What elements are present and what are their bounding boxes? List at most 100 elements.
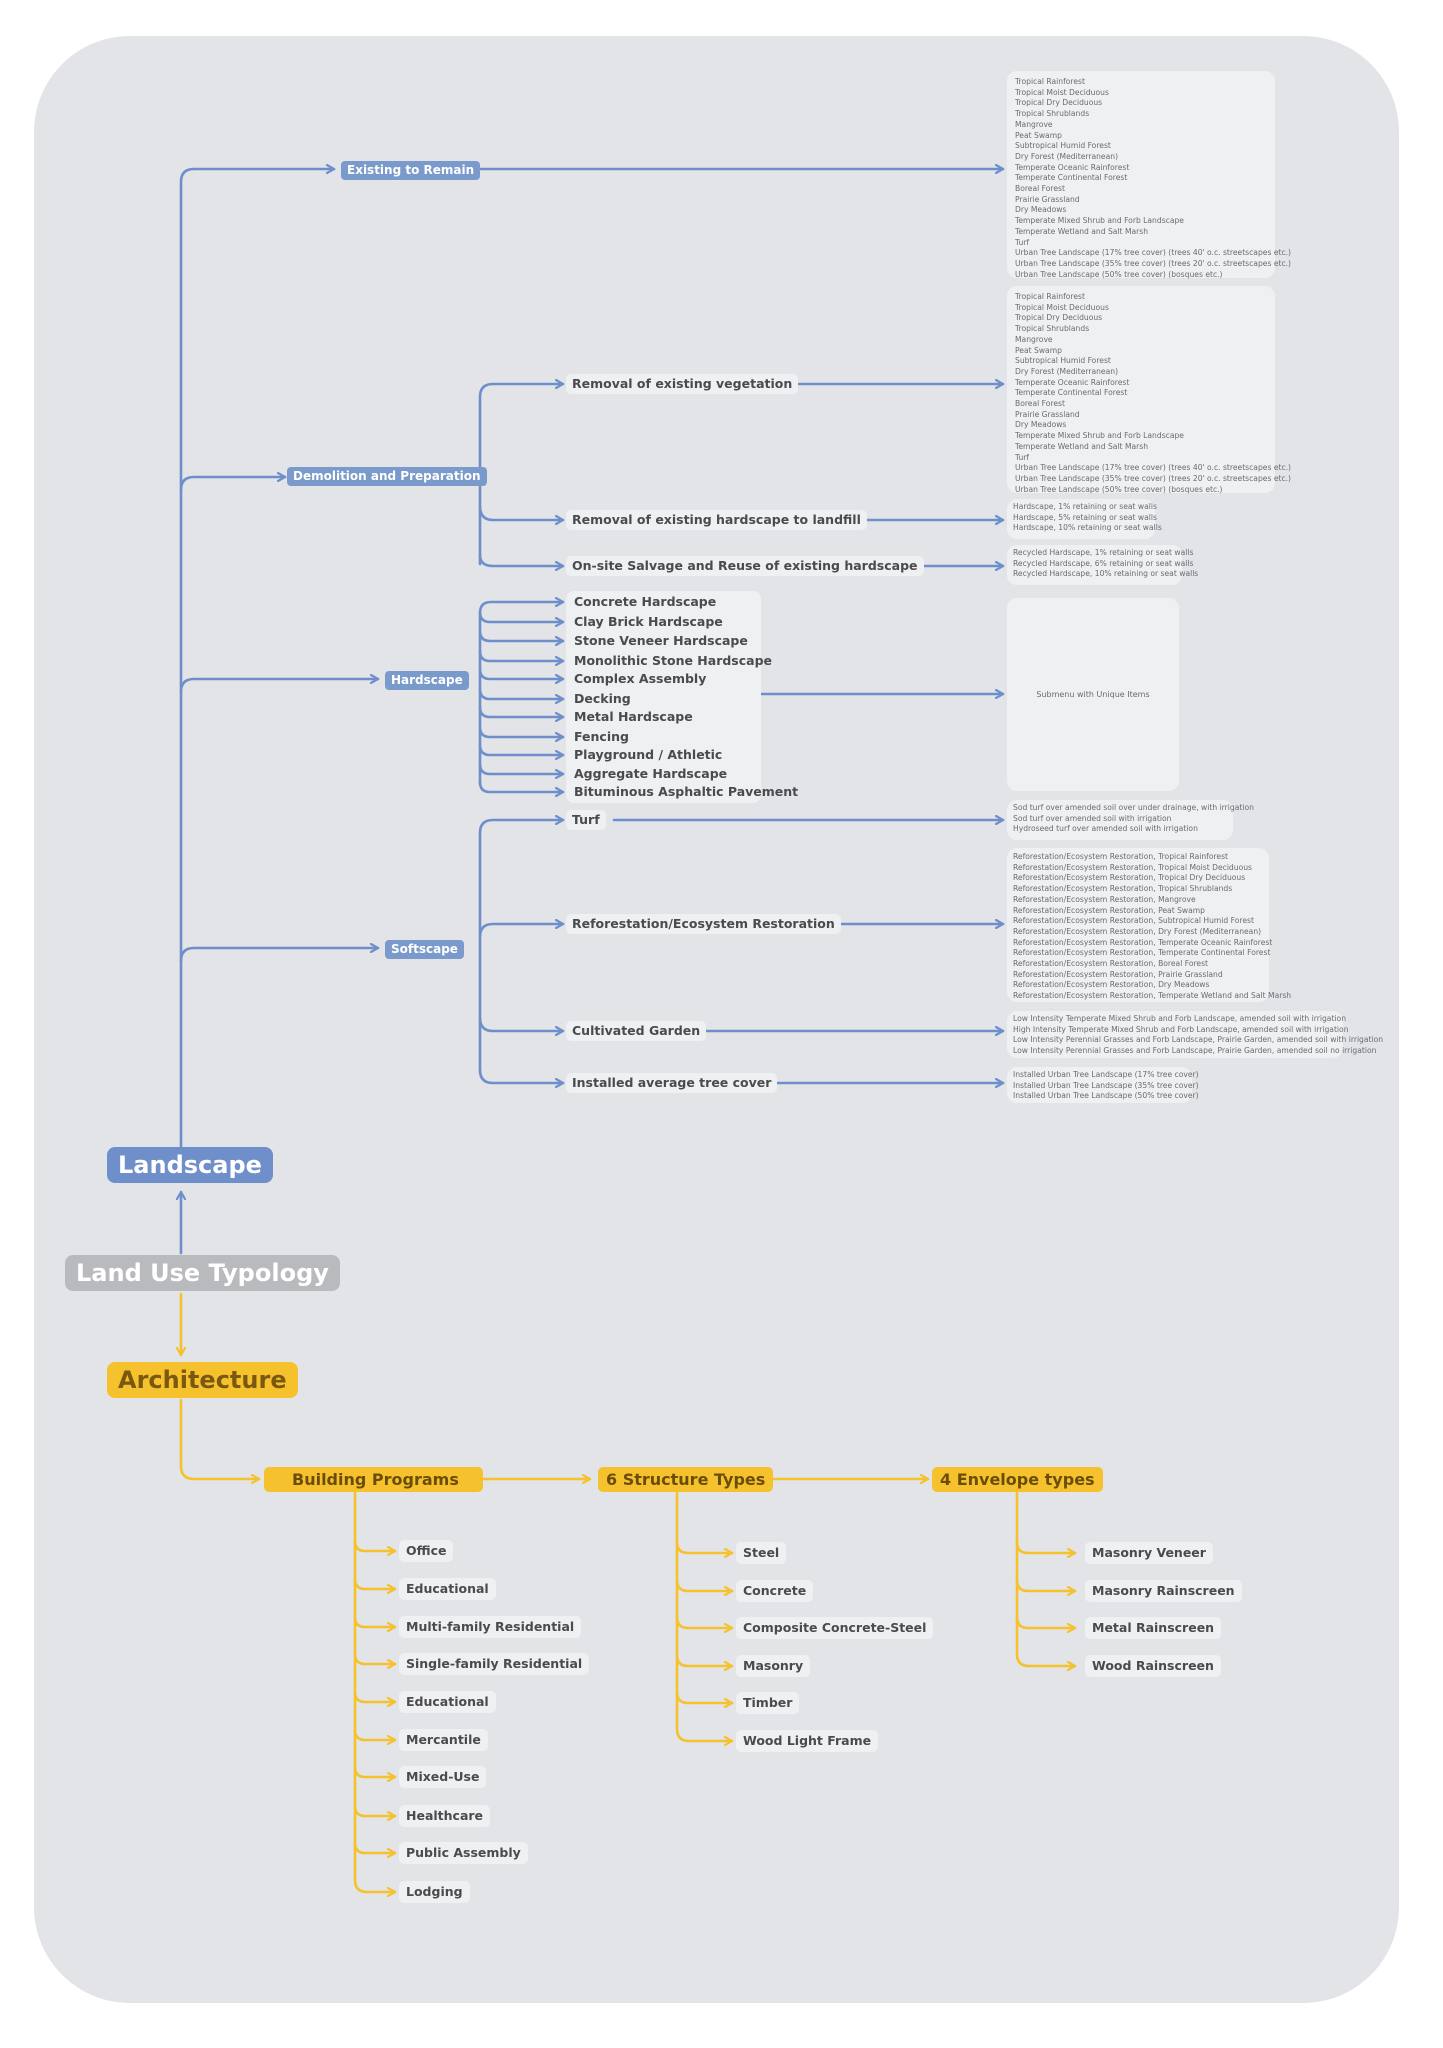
building-program-item[interactable]: Lodging [399,1881,470,1903]
option-item[interactable]: Turf [1015,452,1030,462]
hardscape-item[interactable]: Concrete Hardscape [574,594,717,609]
hardscape-item[interactable]: Clay Brick Hardscape [574,614,723,629]
option-item[interactable]: Peat Swamp [1015,130,1062,140]
option-item[interactable]: Tropical Dry Deciduous [1015,98,1103,108]
option-item[interactable]: Urban Tree Landscape (17% tree cover) (t… [1015,463,1292,473]
option-item[interactable]: Temperate Continental Forest [1015,388,1128,398]
option-item[interactable]: Reforestation/Ecosystem Restoration, Tem… [1013,991,1292,1001]
structure-type-item[interactable]: Masonry [736,1655,811,1677]
structure-type-item[interactable]: Concrete [736,1580,814,1602]
option-item[interactable]: Urban Tree Landscape (17% tree cover) (t… [1015,248,1292,258]
option-item[interactable]: Prairie Grassland [1015,409,1080,419]
building-program-item[interactable]: Public Assembly [399,1842,528,1864]
building-program-item[interactable]: Multi-family Residential [399,1616,582,1638]
option-item[interactable]: Dry Forest (Mediterranean) [1015,151,1119,161]
option-item[interactable]: Prairie Grassland [1015,194,1080,204]
option-item[interactable]: Tropical Rainforest [1015,292,1085,301]
structure-type-item[interactable]: Steel [736,1542,787,1564]
building-program-item[interactable]: Mixed-Use [399,1766,487,1788]
option-item[interactable]: Subtropical Humid Forest [1015,141,1111,151]
option-item[interactable]: Temperate Wetland and Salt Marsh [1015,226,1149,236]
softscape-node[interactable]: Softscape [385,940,464,959]
building-program-item[interactable]: Educational [399,1691,496,1713]
option-item[interactable]: Sod turf over amended soil with irrigati… [1013,813,1172,823]
structure-type-item[interactable]: Composite Concrete-Steel [736,1617,934,1639]
option-item[interactable]: Reforestation/Ecosystem Restoration, Sub… [1013,916,1254,926]
envelope-type-item[interactable]: Masonry Rainscreen [1085,1580,1242,1602]
option-item[interactable]: Reforestation/Ecosystem Restoration, Tro… [1013,873,1246,883]
option-item[interactable]: Tropical Dry Deciduous [1015,313,1103,323]
option-item[interactable]: Dry Forest (Mediterranean) [1015,366,1119,376]
option-item[interactable]: Reforestation/Ecosystem Restoration, Tro… [1013,852,1229,861]
option-item[interactable]: Recycled Hardscape, 1% retaining or seat… [1013,548,1194,557]
building-program-item[interactable]: Healthcare [399,1805,491,1827]
cultivated-garden-node[interactable]: Cultivated Garden [566,1021,707,1041]
option-item[interactable]: Subtropical Humid Forest [1015,356,1111,366]
option-item[interactable]: Mangrove [1015,119,1053,129]
envelope-types-node[interactable]: 4 Envelope types [932,1467,1103,1492]
building-programs-node[interactable]: Building Programs [264,1467,483,1492]
option-item[interactable]: Sod turf over amended soil over under dr… [1013,803,1254,812]
turf-node[interactable]: Turf [566,810,606,830]
option-item[interactable]: Reforestation/Ecosystem Restoration, Man… [1013,894,1196,904]
option-item[interactable]: Reforestation/Ecosystem Restoration, Pra… [1013,969,1223,979]
removal-vegetation-node[interactable]: Removal of existing vegetation [566,374,799,394]
land-use-typology-root[interactable]: Land Use Typology [65,1255,340,1291]
option-item[interactable]: Boreal Forest [1015,399,1065,409]
option-item[interactable]: Urban Tree Landscape (35% tree cover) (t… [1015,473,1292,483]
building-program-item[interactable]: Educational [399,1578,496,1600]
option-item[interactable]: Reforestation/Ecosystem Restoration, Bor… [1013,959,1209,969]
option-item[interactable]: High Intensity Temperate Mixed Shrub and… [1013,1024,1349,1034]
option-item[interactable]: Hardscape, 10% retaining or seat walls [1013,523,1162,533]
option-item[interactable]: Temperate Mixed Shrub and Forb Landscape [1015,216,1184,226]
hardscape-item[interactable]: Aggregate Hardscape [574,766,728,781]
hardscape-item[interactable]: Complex Assembly [574,671,707,686]
option-item[interactable]: Low Intensity Perennial Grasses and Forb… [1013,1046,1377,1056]
structure-type-item[interactable]: Timber [736,1692,800,1714]
option-item[interactable]: Reforestation/Ecosystem Restoration, Dry… [1013,926,1262,936]
building-program-item[interactable]: Single-family Residential [399,1653,590,1675]
hardscape-node[interactable]: Hardscape [385,671,469,690]
option-item[interactable]: Tropical Rainforest [1015,77,1085,86]
option-item[interactable]: Installed Urban Tree Landscape (50% tree… [1013,1091,1199,1101]
option-item[interactable]: Urban Tree Landscape (50% tree cover) (b… [1015,484,1223,494]
existing-to-remain-node[interactable]: Existing to Remain [341,161,481,180]
hardscape-item[interactable]: Fencing [574,729,629,744]
hardscape-item[interactable]: Decking [574,691,631,706]
option-item[interactable]: Reforestation/Ecosystem Restoration, Pea… [1013,905,1205,915]
option-item[interactable]: Temperate Mixed Shrub and Forb Landscape [1015,431,1184,441]
envelope-type-item[interactable]: Metal Rainscreen [1085,1617,1222,1639]
option-item[interactable]: Peat Swamp [1015,345,1062,355]
reforestation-node[interactable]: Reforestation/Ecosystem Restoration [566,914,841,934]
salvage-node[interactable]: On-site Salvage and Reuse of existing ha… [566,556,924,576]
option-item[interactable]: Urban Tree Landscape (50% tree cover) (b… [1015,269,1223,279]
option-item[interactable]: Tropical Shrublands [1015,324,1090,334]
option-item[interactable]: Mangrove [1015,334,1053,344]
option-item[interactable]: Tropical Moist Deciduous [1015,87,1109,97]
option-item[interactable]: Dry Meadows [1015,205,1067,215]
building-program-item[interactable]: Mercantile [399,1729,488,1751]
option-item[interactable]: Installed Urban Tree Landscape (35% tree… [1013,1080,1199,1090]
option-item[interactable]: Reforestation/Ecosystem Restoration, Tem… [1013,937,1273,947]
hardscape-item[interactable]: Stone Veneer Hardscape [574,633,748,648]
option-item[interactable]: Hardscape, 5% retaining or seat walls [1013,512,1157,522]
option-item[interactable]: Boreal Forest [1015,184,1065,194]
option-item[interactable]: Temperate Wetland and Salt Marsh [1015,441,1149,451]
option-item[interactable]: Temperate Oceanic Rainforest [1015,162,1130,172]
demolition-node[interactable]: Demolition and Preparation [287,467,487,486]
building-program-item[interactable]: Office [399,1540,454,1562]
option-item[interactable]: Recycled Hardscape, 6% retaining or seat… [1013,558,1194,568]
option-item[interactable]: Tropical Moist Deciduous [1015,302,1109,312]
envelope-type-item[interactable]: Wood Rainscreen [1085,1655,1221,1677]
option-item[interactable]: Temperate Continental Forest [1015,173,1128,183]
removal-hardscape-node[interactable]: Removal of existing hardscape to landfil… [566,510,867,530]
option-item[interactable]: Temperate Oceanic Rainforest [1015,377,1130,387]
structure-type-item[interactable]: Wood Light Frame [736,1730,879,1752]
hardscape-item[interactable]: Metal Hardscape [574,709,693,724]
hardscape-item[interactable]: Playground / Athletic [574,747,723,762]
option-item[interactable]: Installed Urban Tree Landscape (17% tree… [1013,1070,1199,1079]
architecture-root[interactable]: Architecture [107,1362,298,1398]
hardscape-item[interactable]: Bituminous Asphaltic Pavement [574,784,799,799]
option-item[interactable]: Urban Tree Landscape (35% tree cover) (t… [1015,258,1292,268]
option-item[interactable]: Recycled Hardscape, 10% retaining or sea… [1013,569,1199,579]
